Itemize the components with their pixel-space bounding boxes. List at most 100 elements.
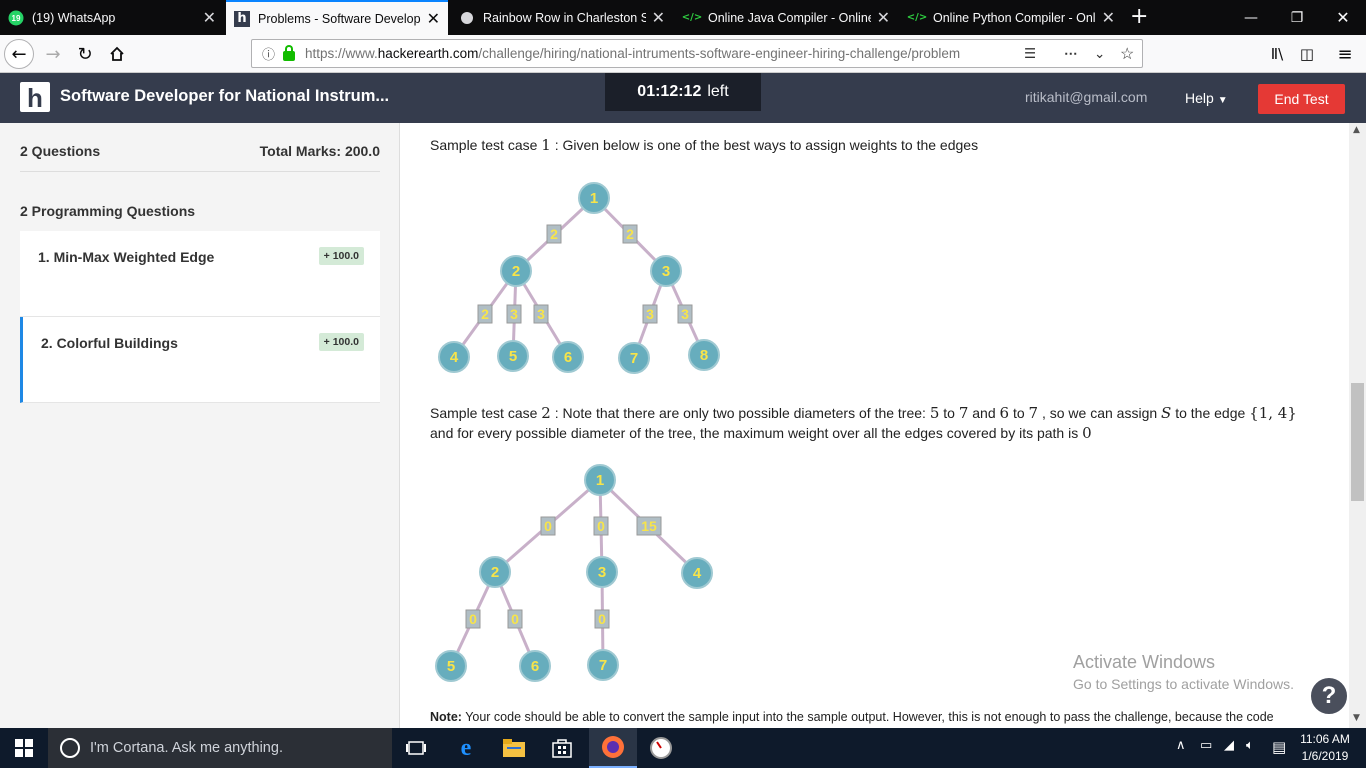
reader-view-icon[interactable]: ☰: [1024, 45, 1037, 61]
questions-count: 2 Questions: [20, 143, 101, 159]
scrollbar[interactable]: ▲ ▼: [1349, 123, 1366, 728]
volume-icon[interactable]: 🔈︎: [1246, 738, 1254, 753]
scrollbar-thumb[interactable]: [1351, 383, 1364, 501]
url-text: https://www.hackerearth.com/challenge/hi…: [305, 46, 961, 61]
timer-suffix: left: [707, 83, 729, 100]
more-actions-icon[interactable]: ⋯: [1064, 45, 1078, 61]
restore-icon[interactable]: ❐: [1290, 9, 1304, 26]
back-arrow-icon[interactable]: ←: [4, 39, 34, 69]
question-item-2[interactable]: 2. Colorful Buildings + 100.0: [20, 317, 380, 403]
battery-icon[interactable]: ▭: [1200, 738, 1213, 753]
svg-text:3: 3: [681, 306, 689, 322]
address-bar[interactable]: ⓘ https://www.hackerearth.com/challenge/…: [251, 39, 1143, 68]
library-icon[interactable]: Ⅱ\: [1270, 45, 1284, 63]
tree-node: [688, 339, 720, 371]
node-label: 1: [596, 472, 604, 489]
node-label: 4: [450, 349, 459, 366]
svg-text:0: 0: [598, 611, 606, 627]
caret-down-icon: ▼: [1217, 95, 1228, 106]
pocket-icon[interactable]: ⌄: [1094, 45, 1106, 61]
store-icon[interactable]: [538, 728, 586, 768]
tree-node: [500, 255, 532, 287]
new-tab-button[interactable]: +: [1130, 4, 1149, 29]
cortana-icon: [60, 738, 80, 758]
task-view-icon[interactable]: [392, 728, 440, 768]
bookmark-star-icon[interactable]: ☆: [1120, 45, 1135, 63]
question-title: 2. Colorful Buildings: [41, 335, 178, 351]
note-text: Note: Your code should be able to conver…: [430, 710, 1274, 724]
cortana-search-box[interactable]: I'm Cortana. Ask me anything.: [48, 728, 392, 768]
reload-icon[interactable]: ↻: [77, 43, 93, 65]
node-label: 7: [630, 350, 638, 367]
close-tab-icon[interactable]: ✕: [876, 8, 890, 27]
tab-rainbow-row[interactable]: Rainbow Row in Charleston SC ✕: [451, 0, 673, 35]
edge-weight-label: 0: [540, 516, 556, 536]
forward-arrow-icon[interactable]: →: [45, 43, 61, 65]
tab-problems[interactable]: h Problems - Software Developer ✕: [226, 0, 448, 35]
svg-text:15: 15: [641, 518, 657, 534]
wifi-icon[interactable]: ◢: [1224, 738, 1234, 753]
tab-title: Online Python Compiler - Onlin: [933, 10, 1096, 25]
scroll-down-icon[interactable]: ▼: [1353, 713, 1360, 723]
home-icon[interactable]: [102, 39, 132, 69]
edge-weight-label: 15: [636, 516, 662, 536]
search-placeholder: I'm Cortana. Ask me anything.: [90, 740, 283, 756]
user-email: ritikahit@gmail.com: [1025, 89, 1148, 105]
edge-weight-label: 2: [546, 224, 562, 244]
notifications-icon[interactable]: ▤: [1272, 738, 1287, 756]
node-label: 5: [447, 658, 455, 675]
end-test-button[interactable]: End Test: [1258, 84, 1345, 114]
menu-icon[interactable]: ≡: [1337, 43, 1353, 65]
node-label: 5: [509, 348, 517, 365]
windows-start-icon[interactable]: [0, 728, 48, 768]
tree-node: [497, 340, 529, 372]
node-label: 7: [599, 657, 607, 674]
file-explorer-icon[interactable]: [490, 728, 538, 768]
node-label: 6: [531, 658, 539, 675]
tree-node: [552, 341, 584, 373]
minimize-icon[interactable]: —: [1244, 9, 1258, 26]
tab-title: (19) WhatsApp: [32, 10, 116, 25]
help-bubble-icon[interactable]: ?: [1308, 675, 1350, 717]
close-tab-icon[interactable]: ✕: [651, 8, 665, 27]
navigation-bar: ← → ↻ ⓘ https://www.hackerearth.com/chal…: [0, 35, 1366, 73]
firefox-icon[interactable]: [589, 728, 637, 768]
close-tab-icon[interactable]: ✕: [1101, 8, 1115, 27]
tab-python-compiler[interactable]: </> Online Python Compiler - Onlin ✕: [901, 0, 1123, 35]
sample-1-tree: 2 2 2 3 3 3 3 1 2 3 4 5 6 7 8: [438, 182, 720, 374]
scroll-up-icon[interactable]: ▲: [1353, 125, 1360, 135]
app-header: h Software Developer for National Instru…: [0, 73, 1366, 123]
tree-node: [586, 556, 618, 588]
tab-java-compiler[interactable]: </> Online Java Compiler - Online ✕: [676, 0, 898, 35]
tab-whatsapp[interactable]: 19 (19) WhatsApp ✕: [0, 0, 224, 35]
close-tab-icon[interactable]: ✕: [426, 9, 440, 28]
chevron-up-icon[interactable]: ∧: [1176, 738, 1186, 753]
clock-time: 11:06 AM: [1300, 732, 1350, 746]
hackerearth-logo[interactable]: h: [20, 82, 50, 112]
clock-app-icon[interactable]: [637, 728, 685, 768]
score-badge: + 100.0: [318, 247, 364, 265]
edge-weight-label: 3: [677, 304, 693, 324]
question-item-1[interactable]: 1. Min-Max Weighted Edge + 100.0: [20, 231, 380, 317]
edge-weight-label: 2: [622, 224, 638, 244]
svg-text:3: 3: [537, 306, 545, 322]
tree-node: [584, 464, 616, 496]
tab-title: Problems - Software Developer: [258, 11, 421, 26]
edge-weight-label: 0: [593, 516, 609, 536]
info-icon[interactable]: ⓘ: [262, 47, 276, 62]
system-clock[interactable]: 11:06 AM 1/6/2019: [1296, 731, 1354, 765]
svg-text:2: 2: [550, 226, 558, 242]
svg-text:0: 0: [544, 518, 552, 534]
close-tab-icon[interactable]: ✕: [202, 8, 216, 27]
help-dropdown[interactable]: Help ▼: [1185, 90, 1228, 106]
edge-weight-label: 2: [477, 304, 493, 324]
node-label: 8: [700, 347, 708, 364]
edge-browser-icon[interactable]: e: [460, 734, 472, 761]
clock-date: 1/6/2019: [1301, 749, 1349, 763]
edge-weight-label: 0: [594, 609, 610, 629]
code-icon: </>: [681, 12, 703, 23]
close-window-icon[interactable]: ✕: [1336, 8, 1350, 27]
node-label: 1: [590, 190, 598, 207]
sidebar-icon[interactable]: ◫: [1299, 45, 1315, 63]
